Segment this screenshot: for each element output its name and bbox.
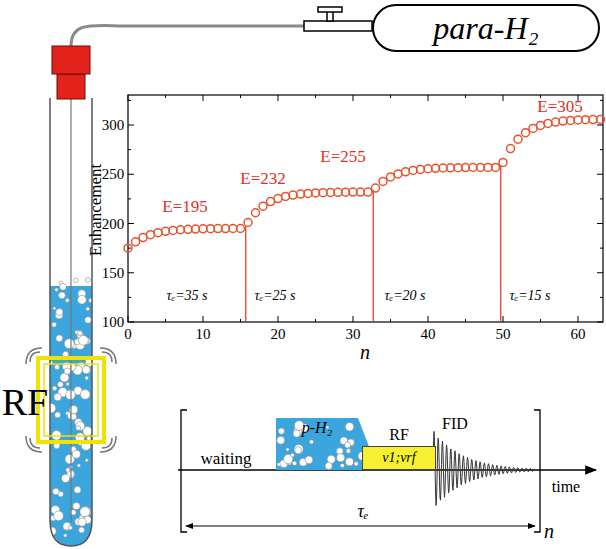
cylinder-label: para-H₂ (433, 12, 538, 44)
valve-symbol (304, 7, 372, 31)
loop-label: n (544, 521, 554, 541)
phase-label: waiting (201, 450, 252, 467)
gas-line (71, 25, 306, 46)
interval-label: τₑ=15 s (509, 289, 550, 303)
enhancement-value: E=255 (320, 148, 365, 165)
phase-label: FID (442, 416, 468, 432)
tick-label: 300 (102, 118, 125, 133)
rf-pulse: ν1;νrf (362, 446, 436, 470)
rf-label: RF (2, 383, 48, 421)
pulse-sequence (178, 410, 596, 532)
tick-label: 40 (421, 327, 436, 342)
tick-label: 0 (124, 327, 132, 342)
tick-label: 100 (102, 315, 125, 330)
axis-title: Enhancement (87, 164, 104, 257)
axis-label: time (552, 479, 580, 495)
gas-cylinder: para-H₂ (372, 4, 600, 52)
tick-label: 150 (102, 265, 125, 280)
enhancement-value: E=195 (162, 198, 207, 215)
tick-label: 10 (196, 327, 211, 342)
pulse-frequencies: ν1;νrf (366, 451, 432, 465)
rf-pulse-box: RF ν1;νrf (362, 427, 436, 470)
axis-title: n (360, 342, 370, 362)
interval-label: τₑ (357, 502, 368, 520)
tick-label: 200 (102, 216, 125, 231)
tick-label: 30 (346, 327, 361, 342)
tick-label: 50 (496, 327, 511, 342)
tick-label: 250 (102, 167, 125, 182)
enhancement-value: E=232 (240, 170, 285, 187)
tick-label: 20 (271, 327, 286, 342)
phase-label: p-H₂ (276, 418, 358, 436)
interval-label: τₑ=35 s (166, 289, 207, 303)
fid-signal (433, 431, 533, 505)
nmr-tube (46, 46, 95, 548)
enhancement-value: E=305 (537, 98, 582, 115)
interval-label: τₑ=25 s (254, 289, 295, 303)
pulse-heading: RF (362, 427, 436, 446)
interval-label: τₑ=20 s (384, 289, 425, 303)
tick-label: 60 (571, 327, 586, 342)
enhancement-chart (124, 95, 605, 322)
